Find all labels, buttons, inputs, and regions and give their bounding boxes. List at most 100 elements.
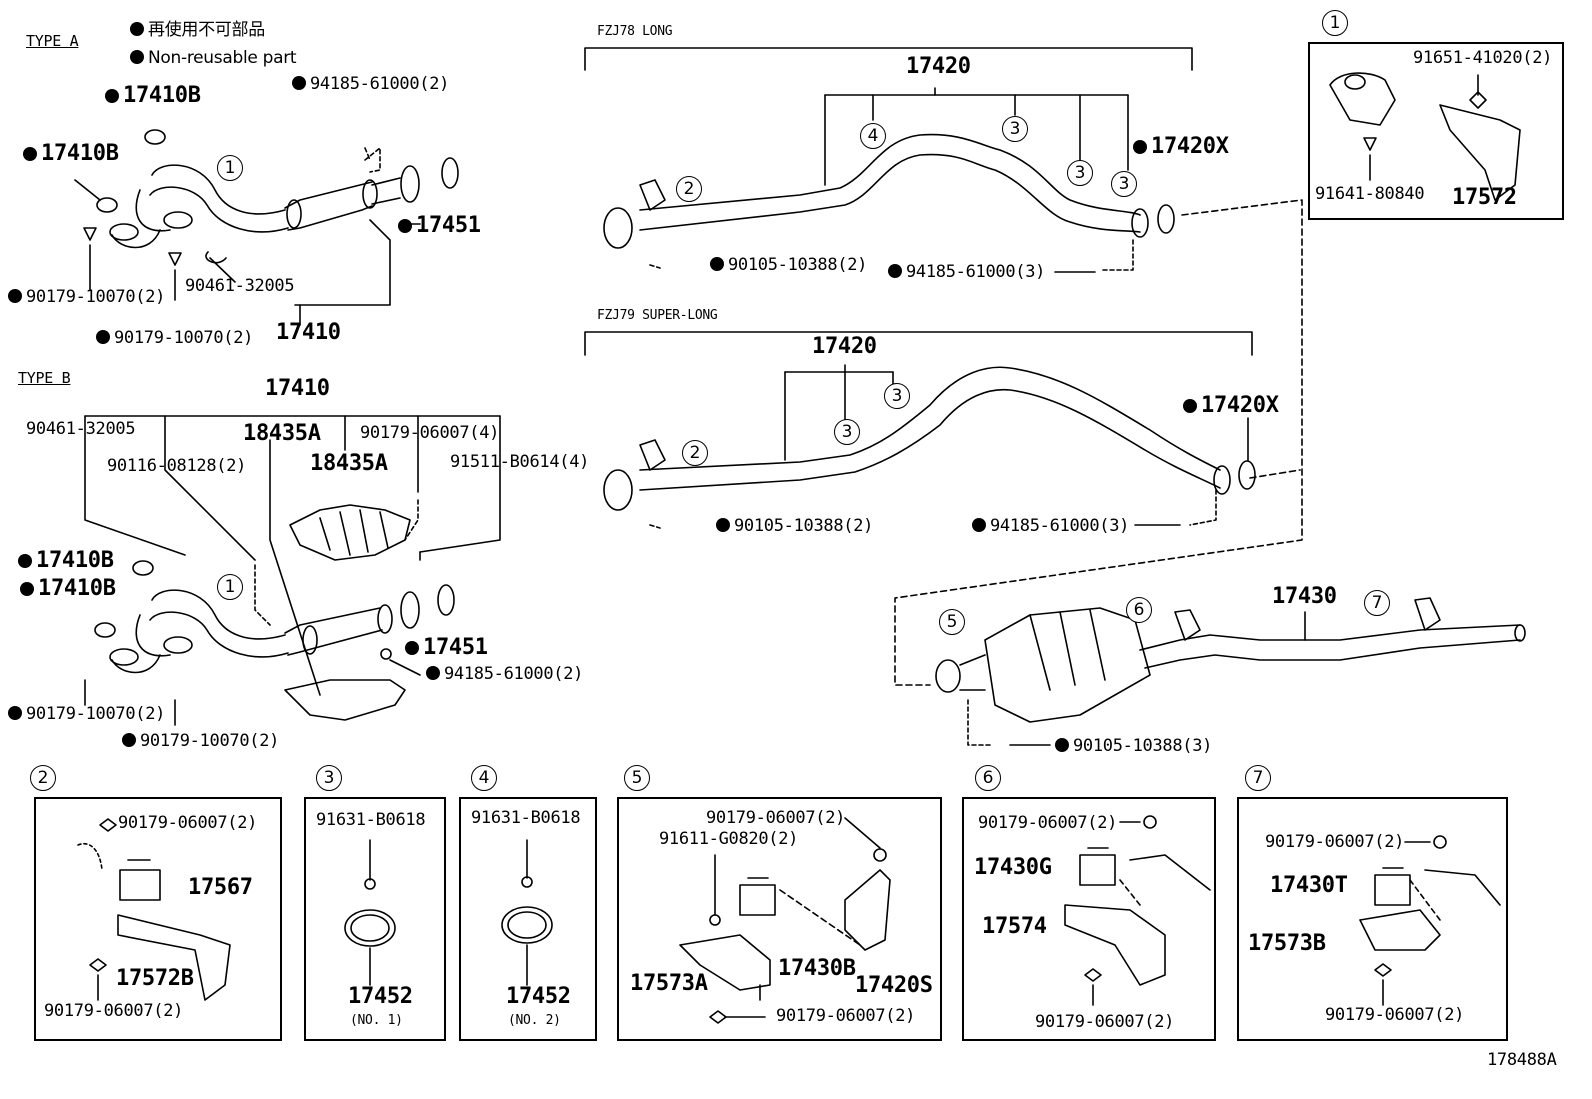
part-label: 94185-61000(3) [888, 264, 1045, 281]
callout-2: 2 [676, 176, 702, 202]
part-label: 90179-06007(4) [360, 423, 500, 443]
part-label: 90179-10070(2) [96, 330, 253, 347]
type-a-assembly [74, 129, 459, 326]
callout-3: 3 [1067, 160, 1093, 186]
callout-1: 1 [1322, 10, 1348, 36]
callout-3: 3 [316, 765, 342, 791]
part-label: 17452 [506, 984, 571, 1009]
callout-7: 7 [1364, 590, 1390, 616]
part-label: 90179-06007(2) [978, 813, 1118, 833]
callout-2: 2 [682, 440, 708, 466]
part-label: 17430 [1272, 584, 1337, 609]
part-label: 17420X [1133, 136, 1229, 158]
part-label: 17410B [18, 550, 114, 572]
part-label: 17410B [20, 578, 116, 600]
detail-1-box [1308, 42, 1564, 220]
part-label: 17572B [116, 966, 194, 991]
callout-7: 7 [1245, 765, 1271, 791]
detail-2-box [34, 797, 282, 1041]
part-label: 91641-80840 [1315, 184, 1425, 204]
part-label: 90116-08128(2) [107, 456, 247, 476]
non-reusable-dot-icon [130, 50, 144, 64]
detail-3-box [304, 797, 446, 1041]
part-label: 17420 [906, 54, 971, 79]
part-label: (NO. 1) [350, 1013, 403, 1028]
part-label: 18435A [243, 421, 321, 446]
part-label: 90179-06007(2) [1035, 1012, 1175, 1032]
part-label: 17452 [348, 984, 413, 1009]
part-label: 90179-10070(2) [8, 706, 165, 723]
callout-5: 5 [939, 609, 965, 635]
callout-6: 6 [1126, 597, 1152, 623]
part-label: 91631-B0618 [471, 808, 581, 828]
drawing-number: 178488A [1487, 1050, 1557, 1070]
part-label: 17410B [23, 143, 119, 165]
callout-3: 3 [834, 419, 860, 445]
detail-7-box [1237, 797, 1508, 1041]
part-label: 90461-32005 [185, 276, 295, 296]
part-label: 17420X [1183, 395, 1279, 417]
fzj79-title: FZJ79 SUPER-LONG [597, 308, 718, 323]
non-reusable-dot-icon [130, 22, 144, 36]
part-label: 94185-61000(3) [972, 518, 1129, 535]
part-label: 17420S [855, 973, 933, 998]
part-label: 90179-06007(2) [1325, 1005, 1465, 1025]
callout-5: 5 [624, 765, 650, 791]
part-label: 17410 [276, 320, 341, 345]
part-label: 17410 [265, 376, 330, 401]
part-label: 17574 [982, 914, 1047, 939]
muffler-assembly [935, 597, 1526, 746]
part-label: 17430B [778, 956, 856, 981]
part-label: 90105-10388(2) [710, 257, 867, 274]
detail-5-box [617, 797, 942, 1041]
type-b-assembly [84, 415, 501, 726]
part-label: 90179-06007(2) [44, 1001, 184, 1021]
part-label: 17567 [188, 875, 253, 900]
part-label: 90105-10388(3) [1055, 738, 1212, 755]
callout-1: 1 [217, 574, 243, 600]
callout-2: 2 [30, 765, 56, 791]
callout-4: 4 [471, 765, 497, 791]
part-label: 90179-06007(2) [1265, 832, 1405, 852]
detail-art [77, 72, 1521, 1024]
part-label: 17572 [1452, 185, 1517, 210]
part-label: 17573B [1248, 931, 1326, 956]
part-label: 91651-41020(2) [1413, 48, 1553, 68]
fzj78-assembly [584, 47, 1193, 273]
part-label: 94185-61000(2) [426, 666, 583, 683]
part-label: 17451 [398, 215, 481, 237]
type-a-title: TYPE A [26, 32, 79, 50]
part-label: (NO. 2) [508, 1013, 561, 1028]
part-label: 18435A [310, 451, 388, 476]
part-label: 91631-B0618 [316, 810, 426, 830]
detail-6-box [962, 797, 1216, 1041]
part-label: 90179-06007(2) [118, 813, 258, 833]
callout-3: 3 [1002, 116, 1028, 142]
type-b-title: TYPE B [18, 369, 71, 387]
legend-jp: 再使用不可部品 [130, 22, 265, 39]
callout-3: 3 [884, 383, 910, 409]
part-label: 17573A [630, 971, 708, 996]
legend-en: Non-reusable part [130, 50, 297, 67]
part-label: 91511-B0614(4) [450, 452, 590, 472]
callout-1: 1 [217, 155, 243, 181]
part-label: 17430T [1270, 873, 1348, 898]
part-label: 90179-06007(2) [776, 1006, 916, 1026]
part-label: 17410B [105, 85, 201, 107]
fzj78-title: FZJ78 LONG [597, 24, 673, 39]
part-label: 94185-61000(2) [292, 76, 449, 93]
callout-4: 4 [860, 123, 886, 149]
part-label: 91611-G0820(2) [659, 829, 799, 849]
fzj79-assembly [584, 331, 1256, 529]
callout-3: 3 [1111, 171, 1137, 197]
part-label: 90179-06007(2) [706, 808, 846, 828]
part-label: 90105-10388(2) [716, 518, 873, 535]
part-label: 17420 [812, 334, 877, 359]
part-label: 90179-10070(2) [122, 733, 279, 750]
detail-4-box [459, 797, 597, 1041]
part-label: 90179-10070(2) [8, 289, 165, 306]
part-label: 17451 [405, 637, 488, 659]
part-label: 17430G [974, 855, 1052, 880]
callout-6: 6 [975, 765, 1001, 791]
